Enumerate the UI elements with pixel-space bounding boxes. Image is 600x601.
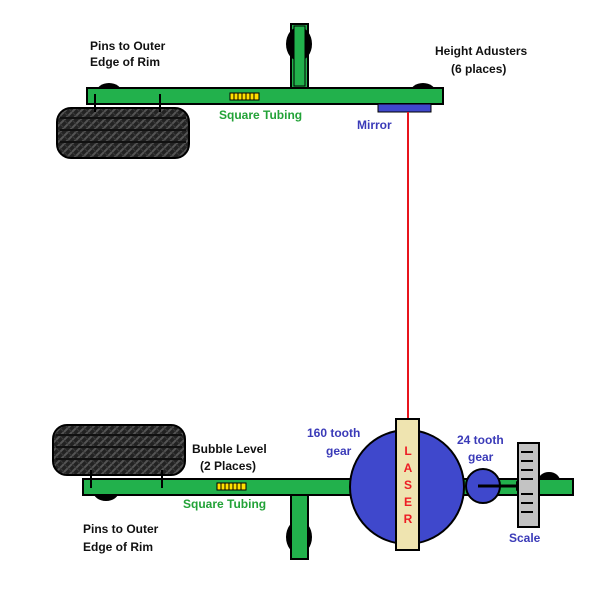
top-tire <box>56 107 190 159</box>
bubble-level-label-line1: Bubble Level <box>192 442 267 456</box>
height-adjusters-label-line1: Height Adusters <box>435 44 528 58</box>
bubble-level-label-line2: (2 Places) <box>200 459 256 473</box>
bottom-tire <box>52 424 186 476</box>
bottom-pin-left <box>90 470 92 488</box>
mirror <box>377 103 432 113</box>
scale <box>517 442 540 528</box>
top-pin-left <box>94 94 96 112</box>
laser-letter-1: L <box>404 444 411 458</box>
top-pin-right <box>159 94 161 112</box>
laser-letter-4: E <box>404 495 412 509</box>
laser-label: L A S E R <box>404 444 413 526</box>
bottom-bubble-level <box>216 482 247 491</box>
laser-letter-2: A <box>404 461 413 475</box>
pins-label-top-line2: Edge of Rim <box>90 55 160 69</box>
square-tubing-label-top: Square Tubing <box>219 108 302 122</box>
pins-label-bottom-line1: Pins to Outer <box>83 522 159 536</box>
bottom-vertical-post <box>290 494 309 560</box>
gear-24-label-line2: gear <box>468 450 494 464</box>
laser-body <box>395 418 420 551</box>
top-bubble-level <box>229 92 260 101</box>
laser-letter-5: R <box>404 512 413 526</box>
gear-160-label-line2: gear <box>326 444 352 458</box>
bottom-pin-right <box>161 470 163 488</box>
height-adjusters-label-line2: (6 places) <box>451 62 506 76</box>
gear-160-label-line1: 160 tooth <box>307 426 360 440</box>
bottom-assembly <box>52 418 574 560</box>
top-assembly <box>56 23 444 159</box>
scale-label: Scale <box>509 531 541 545</box>
laser-letter-3: S <box>404 478 412 492</box>
square-tubing-label-bottom: Square Tubing <box>183 497 266 511</box>
mirror-label: Mirror <box>357 118 392 132</box>
pins-label-bottom-line2: Edge of Rim <box>83 540 153 554</box>
pins-label-top-line1: Pins to Outer <box>90 39 166 53</box>
gear-24-label-line1: 24 tooth <box>457 433 504 447</box>
scale-ticks <box>521 451 533 513</box>
top-square-tubing <box>86 87 444 105</box>
